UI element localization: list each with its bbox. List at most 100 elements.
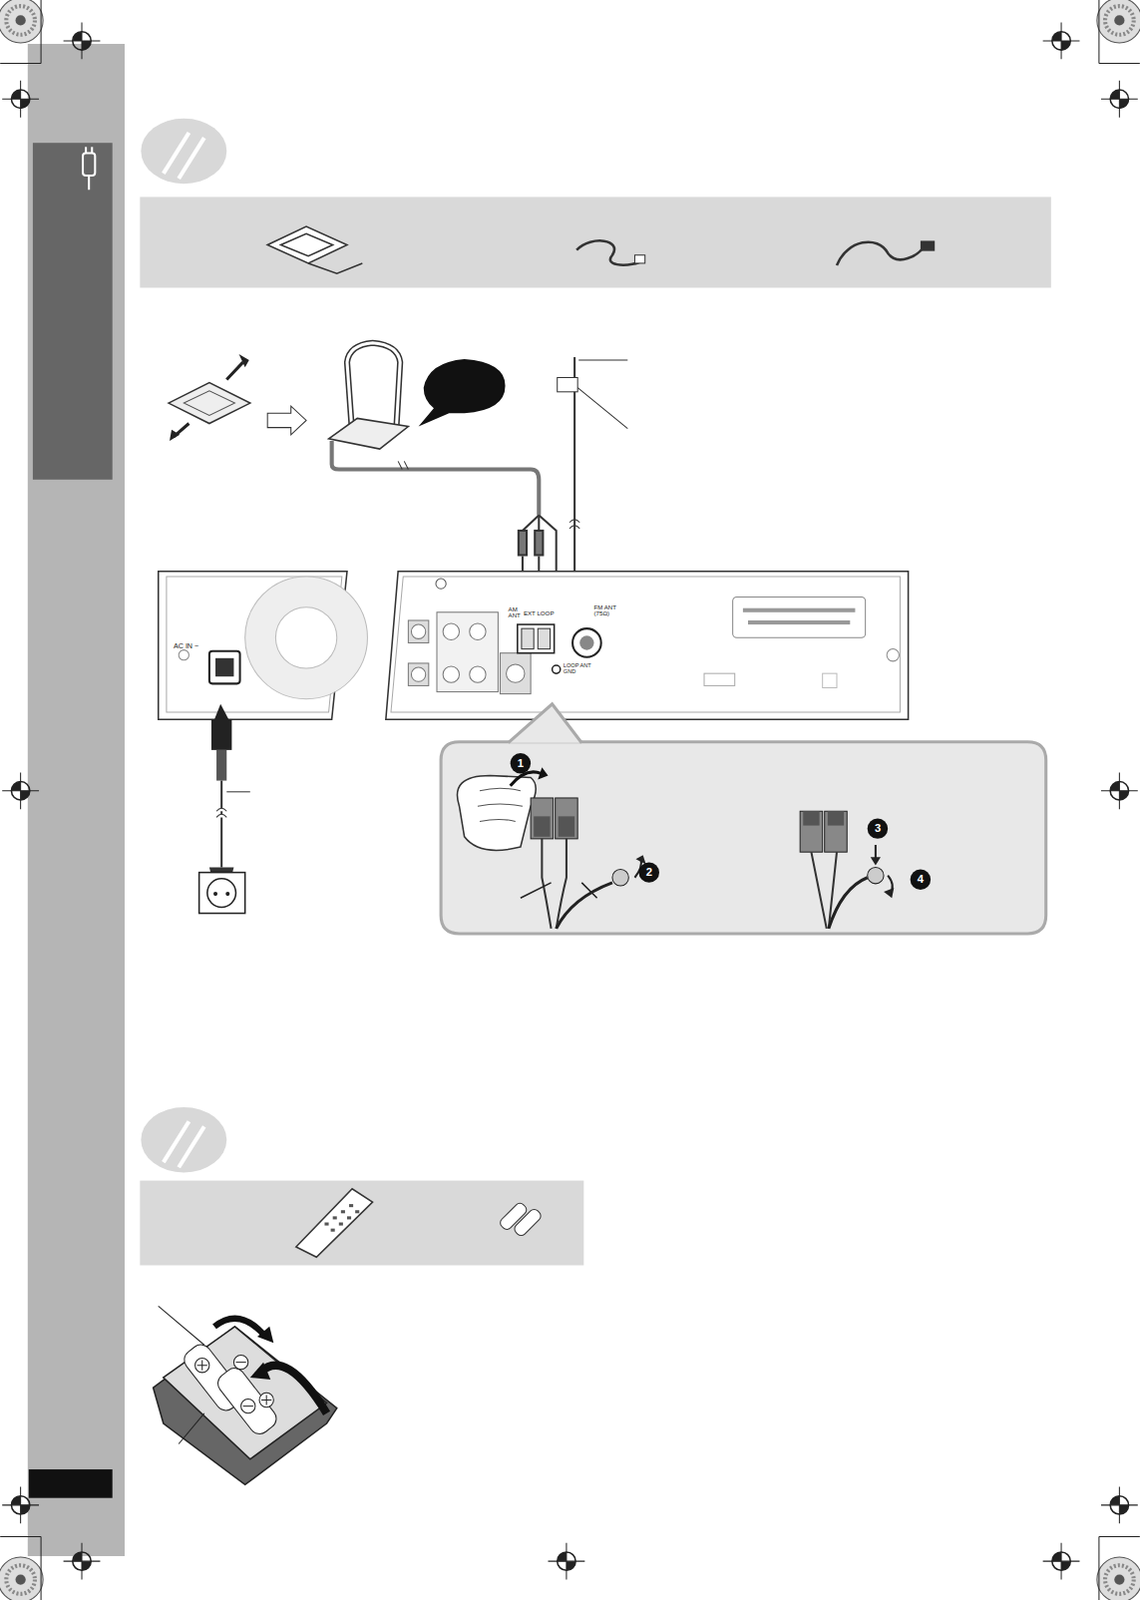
power-cord	[199, 704, 251, 914]
registration-marks	[0, 62, 41, 64]
detail-callout	[556, 882, 613, 929]
rear-panel	[435, 578, 446, 589]
accessory-band	[576, 240, 924, 266]
rear-panel	[733, 596, 866, 638]
remote-band	[341, 1209, 346, 1213]
registration-marks	[1101, 80, 1139, 118]
detail-callout	[555, 797, 579, 839]
terminal-label: EXT LOOP	[523, 610, 559, 617]
battery-insertion	[259, 1392, 274, 1407]
battery-insertion	[233, 1354, 248, 1369]
rear-panel	[517, 624, 555, 654]
battery-insertion	[260, 1365, 327, 1414]
rear-panel	[436, 612, 498, 693]
rear-panel	[748, 620, 850, 625]
am-wires	[534, 530, 543, 556]
registration-marks	[1, 771, 39, 809]
registration-marks	[1098, 0, 1100, 63]
registration-marks	[1099, 1535, 1140, 1537]
detail-callout	[883, 887, 894, 898]
sidebar	[32, 142, 113, 480]
battery-insertion	[261, 1394, 272, 1405]
detail-callout	[537, 766, 548, 779]
am-loop-antenna	[168, 382, 251, 424]
power-cord	[199, 872, 246, 914]
sidebar	[28, 1469, 113, 1499]
fm-antenna-wire	[577, 387, 628, 429]
detail-callout	[612, 869, 629, 886]
rear-panel	[469, 623, 486, 640]
detail-callout	[824, 810, 848, 852]
accessory-band	[267, 226, 363, 274]
am-wires	[518, 530, 527, 556]
registration-marks	[1043, 1542, 1081, 1580]
battery-insertion	[214, 1318, 266, 1337]
section-icon	[163, 132, 205, 179]
battery-insertion	[153, 1326, 338, 1486]
registration-marks	[0, 0, 43, 43]
registration-marks	[63, 22, 101, 60]
callout-number: 4	[913, 873, 928, 885]
rear-panel	[743, 608, 856, 613]
rear-panel	[743, 608, 856, 625]
battery-insertion	[197, 1360, 208, 1371]
detail-callout	[558, 815, 575, 836]
remote-band	[349, 1203, 354, 1207]
registration-marks	[1, 1486, 39, 1523]
rear-panel	[521, 628, 534, 649]
remote-band	[331, 1228, 336, 1232]
registration-marks	[63, 1542, 101, 1580]
accessory-band	[308, 263, 363, 274]
power-cord	[225, 891, 230, 896]
socket-label: AC IN ~	[173, 643, 215, 652]
rear-panel	[275, 607, 337, 669]
detail-callout	[828, 877, 868, 929]
connector-label: FM ANT (75Ω)	[594, 604, 626, 618]
accessory-band	[139, 196, 1052, 288]
rear-panel	[469, 666, 486, 683]
registration-marks	[40, 1536, 42, 1600]
power-cord	[214, 704, 229, 720]
rear-panel	[886, 649, 899, 662]
power-cord	[207, 878, 237, 908]
detail-callout	[456, 774, 536, 850]
remote-band	[512, 1206, 543, 1237]
section-icon	[140, 1107, 227, 1172]
battery-insertion	[243, 1405, 254, 1407]
detail-callout	[867, 867, 884, 884]
detail-callout	[867, 817, 888, 838]
am-loop-antenna	[267, 405, 307, 435]
section-icon	[178, 137, 205, 179]
battery-insertion	[241, 1398, 256, 1413]
accessory-band	[836, 242, 924, 266]
accessory-band	[576, 240, 643, 265]
registration-marks	[0, 1556, 43, 1600]
section-icon	[178, 1126, 205, 1167]
accessory-band	[280, 233, 333, 257]
fm-antenna-wire	[569, 519, 580, 529]
rear-panel	[410, 624, 425, 639]
registration-marks	[40, 0, 42, 63]
sidebar	[82, 146, 95, 190]
rear-panel	[407, 620, 428, 644]
sidebar	[82, 152, 95, 176]
detail-callout	[541, 838, 567, 929]
registration-marks	[1097, 0, 1140, 43]
remote-band	[355, 1209, 360, 1213]
battery-insertion	[257, 1326, 274, 1343]
detail-callout	[802, 810, 819, 825]
battery-insertion	[235, 1361, 246, 1363]
am-loop-antenna	[169, 429, 180, 441]
callout-number: 1	[513, 758, 528, 769]
rear-panel	[537, 628, 550, 649]
detail-callout	[635, 854, 646, 864]
rear-panel	[442, 623, 459, 640]
accessory-band	[920, 240, 935, 251]
rear-panel	[506, 664, 525, 683]
power-cord	[213, 891, 218, 896]
registration-marks	[1101, 771, 1139, 809]
callout-number: 3	[870, 822, 885, 834]
rear-panel	[572, 628, 602, 658]
